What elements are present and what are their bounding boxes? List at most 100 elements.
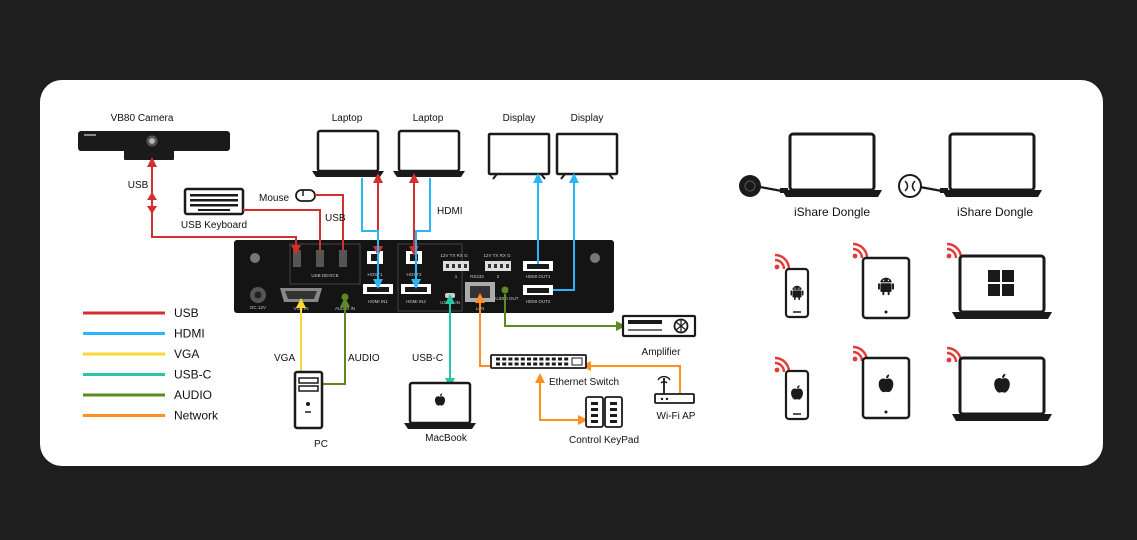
laptop1-icon xyxy=(310,129,386,179)
windows-laptop-windows-icon xyxy=(988,270,1014,296)
display1-label: Display xyxy=(503,113,536,124)
audio-in-cable xyxy=(322,297,350,385)
switch-port xyxy=(514,357,519,361)
usb-keyboard-cable xyxy=(243,209,321,250)
display2-hdmi-cable xyxy=(553,173,579,291)
android-tablet-wifi-icon xyxy=(851,242,869,260)
display2-label: Display xyxy=(571,113,604,124)
laptop1-label: Laptop xyxy=(332,113,363,124)
panel-rs232-port2-label: 2 xyxy=(497,274,500,279)
iphone-wifi-icon xyxy=(773,356,791,374)
panel-rs232-pins-2: 12V TX RX G xyxy=(483,253,511,258)
audio-out-cable xyxy=(504,294,626,331)
wifi-ap-icon xyxy=(654,375,695,404)
usb-camera-arrow-up xyxy=(147,192,157,200)
panel-rs232-label: RS232 xyxy=(470,274,484,279)
switch-port xyxy=(533,362,538,366)
switch-port xyxy=(514,362,519,366)
switch-port xyxy=(564,357,569,361)
keyboard-label: USB Keyboard xyxy=(181,220,247,231)
laptop2-icon xyxy=(391,129,467,179)
dongle2-icon xyxy=(898,174,948,198)
legend: USB HDMI VGA USB-C AUDIO Network xyxy=(83,306,219,423)
switch-port xyxy=(520,362,525,366)
pc-icon xyxy=(293,370,324,430)
android-phone-wifi-icon xyxy=(773,253,791,271)
switch-port xyxy=(502,357,507,361)
switch-port xyxy=(545,357,550,361)
switch-port xyxy=(558,357,562,361)
amplifier-icon xyxy=(621,314,697,338)
lan-cable xyxy=(475,293,490,367)
dongle2-laptop-icon xyxy=(940,132,1044,199)
legend-label-audio: AUDIO xyxy=(174,388,212,402)
usb-camera-arrow-down xyxy=(147,206,157,214)
switch-port xyxy=(539,357,544,361)
switch-uplink-port xyxy=(571,357,583,366)
control-keypad-icon xyxy=(585,396,623,428)
switch-port xyxy=(502,362,507,366)
switch-port xyxy=(508,362,513,366)
wifi-ap-label: Wi-Fi AP xyxy=(657,411,696,422)
macbook-icon xyxy=(402,381,478,431)
usb-peripherals-label: USB xyxy=(325,213,346,224)
keyboard-icon xyxy=(183,187,245,216)
ethernet-switch-icon xyxy=(490,354,587,369)
audio-label: AUDIO xyxy=(348,353,380,364)
switch-port xyxy=(527,362,531,366)
switch-port xyxy=(533,357,538,361)
legend-label-hdmi: HDMI xyxy=(174,327,205,341)
matrix-switcher-unit: USB DEVICE HOST1 HOST2 HDMI IN1 HDMI IN2… xyxy=(234,240,614,313)
panel-host2-label: HOST2 xyxy=(406,272,422,277)
dongle1-label: iShare Dongle xyxy=(794,205,870,219)
pc-label: PC xyxy=(314,439,328,450)
laptop2-label: Laptop xyxy=(413,113,444,124)
switch-port xyxy=(496,362,500,366)
legend-label-usb: USB xyxy=(174,306,199,320)
dongle1-laptop-icon xyxy=(780,132,884,199)
amplifier-label: Amplifier xyxy=(642,347,682,358)
legend-label-vga: VGA xyxy=(174,347,199,361)
switch-port xyxy=(564,362,569,366)
switch-port xyxy=(558,362,562,366)
ethernet-switch-label: Ethernet Switch xyxy=(549,377,619,388)
panel-hdmi-in2-label: HDMI IN2 xyxy=(406,299,426,304)
panel-hdmi-in1-label: HDMI IN1 xyxy=(368,299,388,304)
keypad-cable xyxy=(535,373,588,425)
switch-port xyxy=(520,357,525,361)
wifi-ap-cable xyxy=(581,361,681,393)
panel-rs232-pins-1: 12V TX RX G xyxy=(440,253,468,258)
usb-camera-label: USB xyxy=(128,180,149,191)
camera-icon xyxy=(78,131,230,160)
hdmi-label: HDMI xyxy=(437,206,463,217)
panel-rs232-port1-label: 1 xyxy=(455,274,458,279)
dongle2-label: iShare Dongle xyxy=(957,205,1033,219)
legend-label-usbc: USB-C xyxy=(174,368,212,382)
control-keypad-label: Control KeyPad xyxy=(569,435,639,446)
switch-port xyxy=(539,362,544,366)
panel-usb-device-label: USB DEVICE xyxy=(311,273,338,278)
laptop1-hdmi-cable xyxy=(361,178,383,289)
mouse-icon xyxy=(295,189,316,202)
camera-label: VB80 Camera xyxy=(111,113,174,124)
windows-laptop-wifi-icon xyxy=(945,242,963,260)
panel-hdmi-out1-label: HDMI OUT1 xyxy=(526,274,551,279)
legend-label-network: Network xyxy=(174,409,219,423)
display2-icon xyxy=(555,132,619,181)
usb-mouse-cable xyxy=(315,194,344,250)
vga-label: VGA xyxy=(274,353,295,364)
switch-port xyxy=(551,362,556,366)
panel-hdmi-out2-label: HDMI OUT2 xyxy=(526,299,551,304)
dongle1-icon xyxy=(739,175,788,197)
display1-icon xyxy=(487,132,551,181)
usbc-label: USB-C xyxy=(412,353,443,364)
switch-port xyxy=(527,357,531,361)
switch-port xyxy=(508,357,513,361)
panel-host1-label: HOST1 xyxy=(367,272,383,277)
mouse-label: Mouse xyxy=(259,193,289,204)
switch-port xyxy=(496,357,500,361)
switch-port xyxy=(545,362,550,366)
laptop2-hdmi-cable xyxy=(411,178,431,289)
